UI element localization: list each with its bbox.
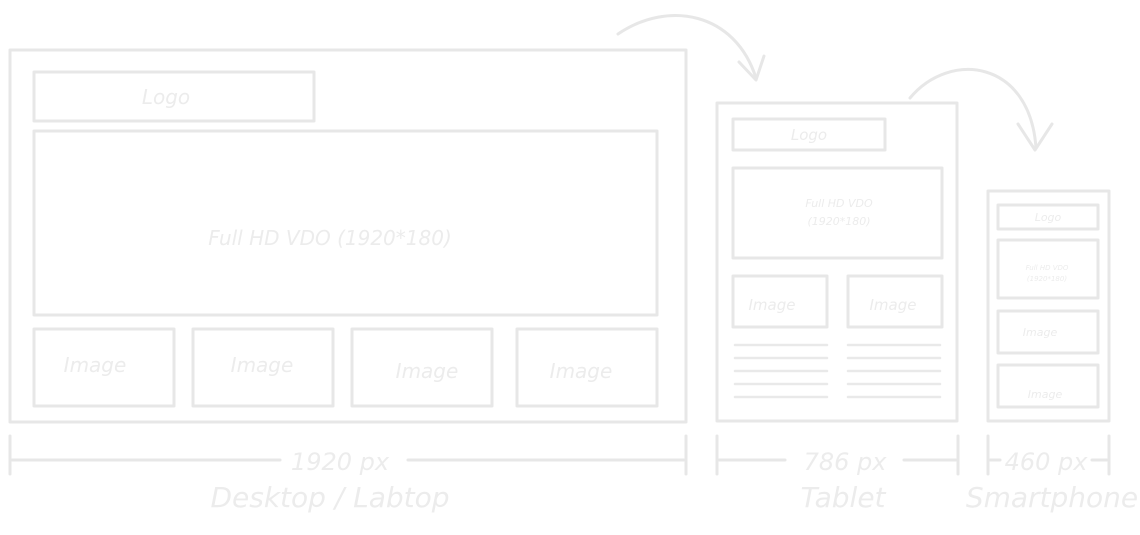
tablet-image-box-1 [731, 274, 829, 329]
arrow-head-tablet [737, 54, 766, 82]
smartphone-video-label-line2: (1920*180) [1027, 275, 1067, 283]
tablet-image-box-2 [846, 274, 944, 329]
arrow-desktop-to-tablet [616, 14, 758, 80]
smartphone-video-box [996, 238, 1100, 300]
tablet-wireframe: Logo Full HD VDO (1920*180) Image Image … [715, 101, 960, 514]
desktop-width-label: 1920 px [291, 448, 390, 476]
tablet-frame [715, 101, 959, 423]
arrow-head-smartphone [1016, 122, 1054, 152]
smartphone-wireframe: Logo Full HD VDO (1920*180) Image Image … [966, 189, 1138, 514]
desktop-logo-box [32, 70, 316, 123]
desktop-image-box-1 [32, 327, 176, 408]
desktop-logo-label: Logo [142, 85, 190, 109]
desktop-image-label-2: Image [231, 353, 294, 377]
smartphone-width-label: 460 px [1005, 448, 1089, 476]
tablet-video-label-line2: (1920*180) [807, 215, 870, 228]
desktop-image-label-4: Image [550, 359, 613, 383]
tablet-logo-box [731, 117, 887, 152]
smartphone-logo-label: Logo [1035, 211, 1062, 224]
desktop-image-box-2 [191, 327, 335, 408]
arrow-tablet-to-smartphone [908, 68, 1038, 150]
desktop-image-box-4 [515, 327, 659, 408]
tablet-video-box [731, 166, 944, 260]
tablet-text-lines-left [733, 343, 829, 399]
desktop-image-label-3: Image [396, 359, 459, 383]
tablet-image-label-2: Image [870, 296, 917, 314]
desktop-video-label: Full HD VDO (1920*180) [208, 226, 452, 250]
tablet-video-label-line1: Full HD VDO [805, 197, 873, 210]
desktop-video-box [32, 129, 659, 317]
smartphone-image-box-1 [996, 309, 1100, 355]
desktop-image-label-1: Image [64, 353, 127, 377]
smartphone-device-label: Smartphone [966, 481, 1138, 514]
smartphone-image-label-2: Image [1028, 388, 1063, 401]
tablet-device-label: Tablet [800, 481, 886, 514]
smartphone-logo-box [996, 203, 1100, 231]
smartphone-video-label-line1: Full HD VDO [1026, 264, 1069, 272]
smartphone-image-label-1: Image [1023, 326, 1058, 339]
desktop-wireframe: Logo Full HD VDO (1920*180) Image Image … [8, 48, 688, 514]
smartphone-image-box-2 [996, 363, 1100, 409]
smartphone-frame [986, 189, 1111, 423]
tablet-image-label-1: Image [749, 296, 796, 314]
desktop-frame [8, 48, 688, 424]
tablet-width-label: 786 px [804, 448, 888, 476]
desktop-image-box-3 [350, 327, 494, 408]
tablet-text-lines-right [846, 343, 942, 399]
tablet-logo-label: Logo [791, 126, 827, 144]
desktop-device-label: Desktop / Labtop [210, 481, 449, 514]
